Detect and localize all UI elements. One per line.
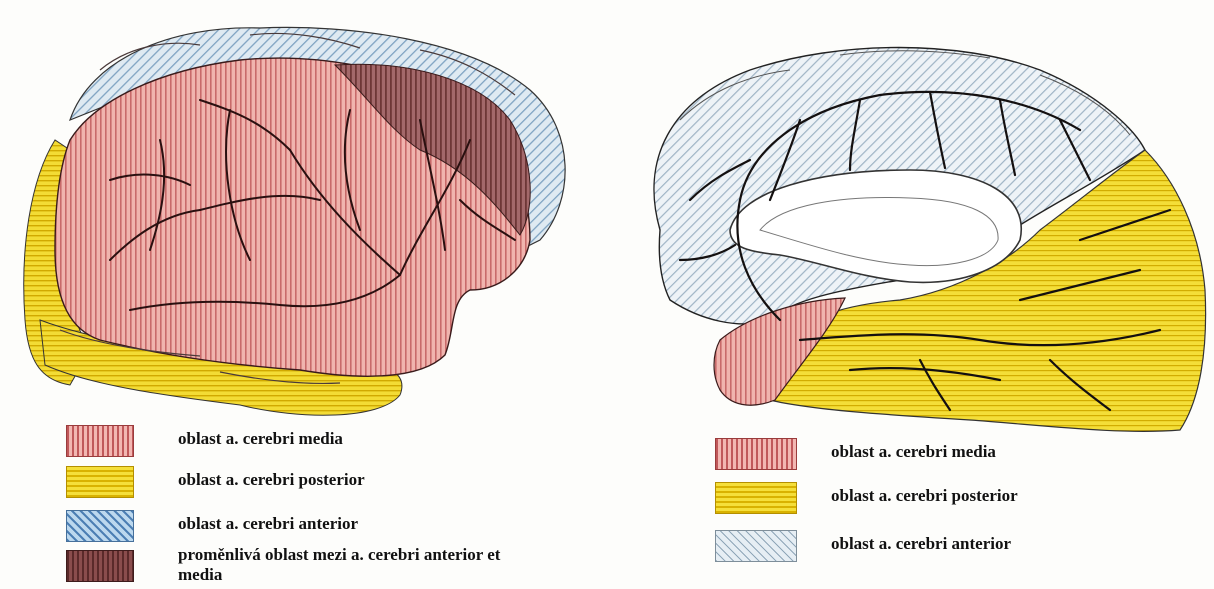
legend-swatch-posterior [66, 466, 134, 498]
legend-swatch-media [715, 438, 797, 470]
legend-item-posterior: oblast a. cerebri posterior [715, 482, 1018, 514]
legend-swatch-anterior [715, 530, 797, 562]
legend-label: oblast a. cerebri anterior [178, 514, 358, 534]
medial-brain-illustration [600, 0, 1214, 440]
lateral-brain-illustration [0, 0, 600, 430]
legend-item-media: oblast a. cerebri media [66, 425, 343, 457]
legend-swatch-anterior [66, 510, 134, 542]
legend-swatch-variable [66, 550, 134, 582]
legend-item-anterior: oblast a. cerebri anterior [66, 510, 358, 542]
legend-item-anterior: oblast a. cerebri anterior [715, 530, 1011, 562]
lateral-brain-panel: oblast a. cerebri media oblast a. cerebr… [0, 0, 600, 589]
legend-swatch-posterior [715, 482, 797, 514]
medial-brain-panel: oblast a. cerebri media oblast a. cerebr… [600, 0, 1214, 589]
legend-label: proměnlivá oblast mezi a. cerebri anteri… [178, 545, 508, 585]
legend-item-posterior: oblast a. cerebri posterior [66, 466, 365, 498]
legend-label: oblast a. cerebri posterior [178, 470, 365, 490]
legend-label: oblast a. cerebri media [178, 429, 343, 449]
legend-label: oblast a. cerebri posterior [831, 486, 1018, 506]
legend-item-variable: proměnlivá oblast mezi a. cerebri anteri… [66, 550, 508, 585]
legend-item-media: oblast a. cerebri media [715, 438, 996, 470]
legend-label: oblast a. cerebri media [831, 442, 996, 462]
legend-swatch-media [66, 425, 134, 457]
legend-label: oblast a. cerebri anterior [831, 534, 1011, 554]
